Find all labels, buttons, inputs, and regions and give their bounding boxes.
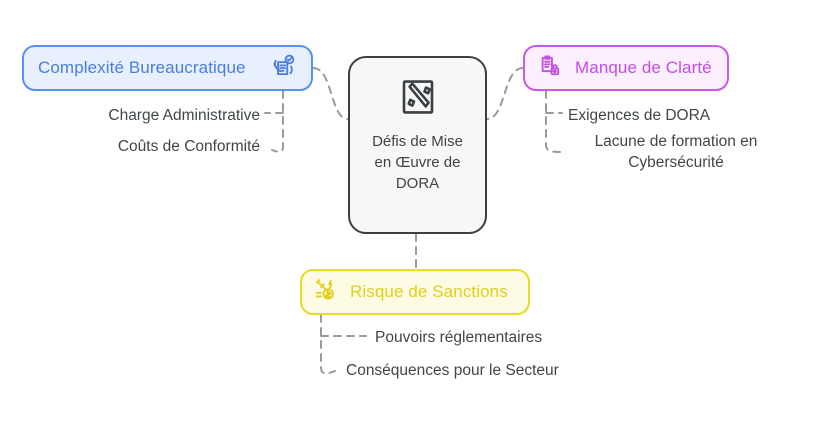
center-node-label: Défis de Mise en Œuvre de DORA xyxy=(372,133,463,192)
branch-node-clarte[interactable]: Manque de Clarté xyxy=(523,45,729,91)
sub-item-charge-administrative: Charge Administrative xyxy=(108,107,260,124)
sub-item-couts-de-conformite: Coûts de Conformité xyxy=(117,138,260,155)
branch-node-bureaucratie[interactable]: Complexité Bureaucratique xyxy=(22,45,313,91)
sub-item-lacune-de-formation-en-cybersecurite: Lacune de formation en Cybersécurité xyxy=(594,133,758,171)
center-node[interactable]: Défis de Mise en Œuvre de DORA xyxy=(348,56,487,234)
broken-shield-icon xyxy=(397,76,439,123)
branch-label-clarte: Manque de Clarté xyxy=(575,58,712,77)
sub-item-exigences-de-dora: Exigences de DORA xyxy=(568,107,711,124)
connector-clarte-to-center xyxy=(486,67,524,120)
branch-label-bureaucratie: Complexité Bureaucratique xyxy=(38,58,246,77)
connector-bureaucratie-to-center xyxy=(312,67,349,120)
branch-label-sanctions: Risque de Sanctions xyxy=(350,282,508,301)
clipboard-lock-icon xyxy=(537,53,563,84)
document-checklist-hand-icon xyxy=(271,53,297,84)
branch-node-sanctions[interactable]: Risque de Sanctions xyxy=(300,269,530,315)
connector-clarte-subs xyxy=(545,90,561,153)
sub-item-pouvoirs-reglementaires: Pouvoirs réglementaires xyxy=(375,329,543,346)
sub-item-consequences-pour-le-secteur: Conséquences pour le Secteur xyxy=(346,362,559,379)
gavel-coin-icon xyxy=(314,277,340,308)
connector-bureaucratie-subs xyxy=(271,90,284,153)
connector-sanctions-subs xyxy=(320,314,336,375)
